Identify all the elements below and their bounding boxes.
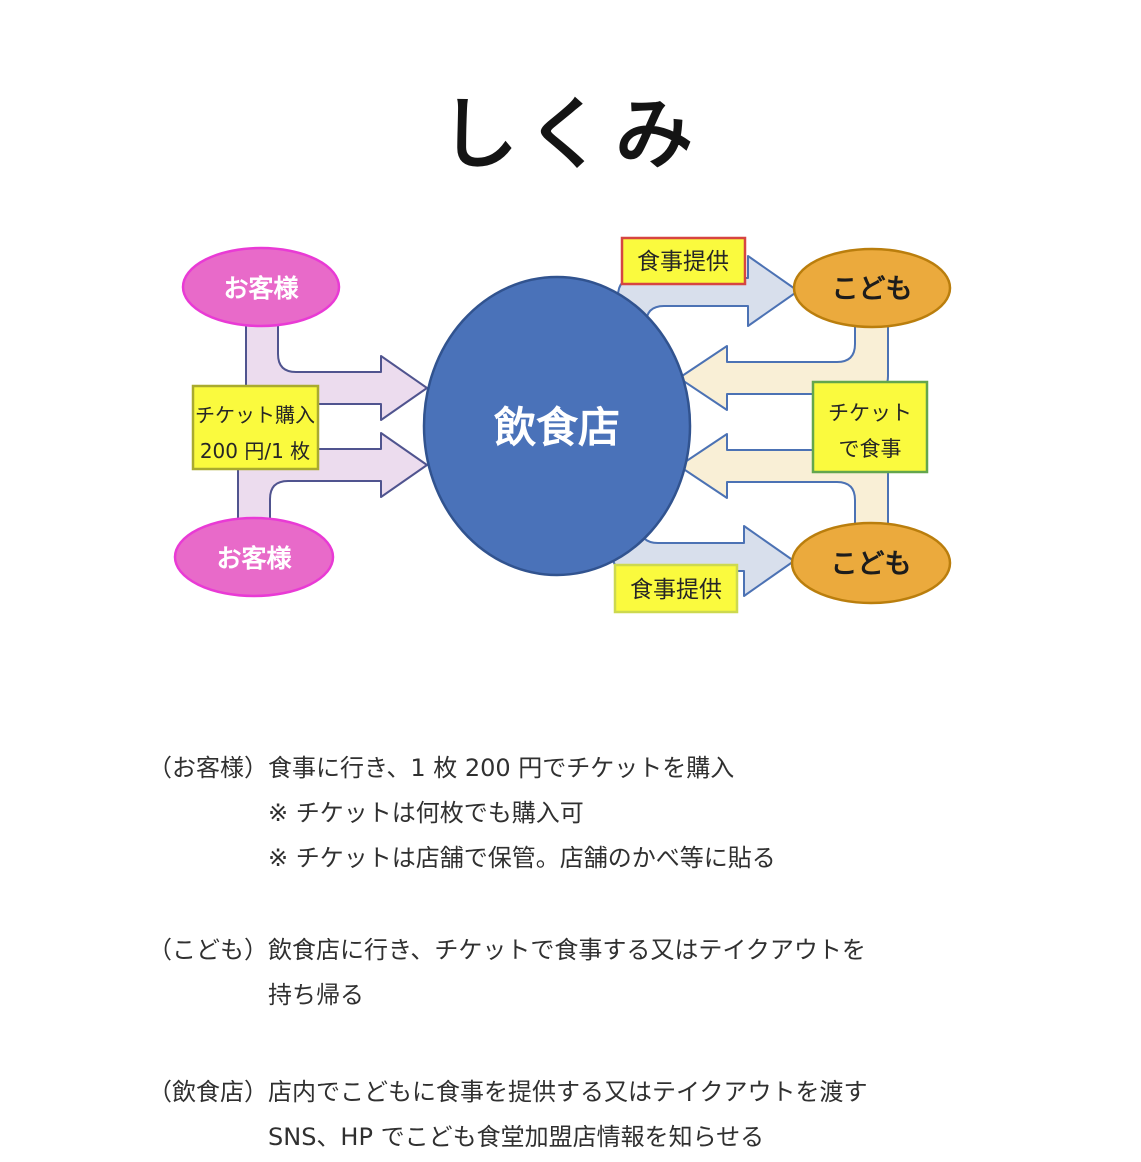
child-bottom-node (790, 521, 952, 605)
note-customers-label: （お客様） (148, 754, 268, 782)
restaurant-node (422, 275, 692, 577)
note-restaurant-label: （飲食店） (148, 1078, 268, 1106)
customer-bottom-label: お客様 (216, 544, 292, 573)
note-customers-body: 食事に行き、1 枚 200 円でチケットを購入 ※ チケットは何枚でも購入可 ※… (268, 746, 776, 881)
note-restaurant: （飲食店） 店内でこどもに食事を提供する又はテイクアウトを渡す SNS、HP で… (148, 1070, 868, 1160)
note-line: ※ チケットは何枚でも購入可 (268, 799, 584, 827)
child-top-label: こども (832, 274, 913, 305)
note-customers: （お客様） 食事に行き、1 枚 200 円でチケットを購入 ※ チケットは何枚で… (148, 746, 776, 881)
note-line: 食事に行き、1 枚 200 円でチケットを購入 (268, 754, 735, 782)
ticket-meal-line2: で食事 (839, 437, 902, 461)
ticket-meal-box (811, 380, 929, 474)
note-children: （こども） 飲食店に行き、チケットで食事する又はテイクアウトを 持ち帰る (148, 928, 866, 1018)
child-bottom-label: こども (831, 549, 912, 580)
note-line: SNS、HP でこども食堂加盟店情報を知らせる (268, 1123, 765, 1151)
customer-top-node (181, 246, 341, 328)
customer-top-label: お客様 (223, 274, 299, 303)
note-children-label: （こども） (148, 936, 268, 964)
note-restaurant-body: 店内でこどもに食事を提供する又はテイクアウトを渡す SNS、HP でこども食堂加… (268, 1070, 868, 1160)
meal-top-label: 食事提供 (637, 249, 729, 275)
restaurant-label: 飲食店 (494, 403, 620, 452)
note-line: 店内でこどもに食事を提供する又はテイクアウトを渡す (268, 1078, 868, 1106)
meal-bottom-box (613, 563, 739, 614)
child-top-node (792, 247, 952, 329)
flow-diagram: 飲食店 お客様 お客様 こども こども チケット購入 200 円/1 枚 食事提… (173, 236, 952, 614)
customer-bottom-node (173, 516, 335, 598)
note-line: 飲食店に行き、チケットで食事する又はテイクアウトを (268, 936, 866, 964)
ticket-purchase-line2: 200 円/1 枚 (200, 439, 310, 463)
ticket-meal-line1: チケット (828, 401, 912, 425)
meal-bottom-label: 食事提供 (630, 577, 722, 603)
page-title: しくみ (439, 90, 702, 181)
meal-top-box (620, 236, 747, 286)
note-line: ※ チケットは店舗で保管。店舗のかべ等に貼る (268, 844, 776, 872)
ticket-purchase-box (191, 384, 320, 471)
ticket-purchase-line1: チケット購入 (195, 403, 315, 427)
note-children-body: 飲食店に行き、チケットで食事する又はテイクアウトを 持ち帰る (268, 928, 866, 1018)
note-line: 持ち帰る (268, 981, 364, 1009)
